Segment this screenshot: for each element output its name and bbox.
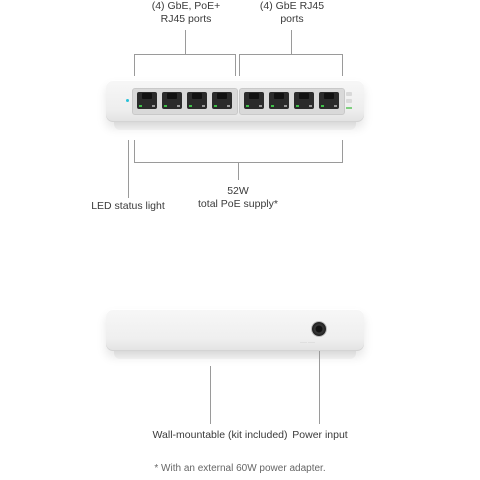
switch-back-base: [114, 351, 356, 359]
port-5: [244, 92, 264, 109]
port-3: [187, 92, 207, 109]
port-4: [212, 92, 232, 109]
poe-supply-label: 52W total PoE supply*: [178, 185, 298, 211]
gbe-ports-label: (4) GbE RJ45 ports: [243, 0, 341, 26]
port-led-icon: [346, 107, 352, 109]
status-led: [126, 99, 129, 102]
switch-back-panel: —— ——: [106, 309, 364, 351]
poe-supply-right-tick: [342, 140, 343, 162]
gbe-ports-label-line2: ports: [280, 13, 304, 25]
poe-supply-label-line2: total PoE supply*: [198, 198, 278, 210]
wall-mount-callout-line: [210, 366, 211, 424]
gbe-port-bank: [239, 88, 345, 115]
poe-supply-label-line1: 52W: [227, 185, 249, 197]
power-rating-marking: —— ——: [300, 340, 315, 344]
power-input-callout-line: [319, 351, 320, 424]
power-jack-icon: [312, 322, 326, 336]
poe-callout-stem: [185, 30, 186, 54]
led-status-label: LED status light: [91, 200, 165, 212]
wall-mount-label: Wall-mountable (kit included): [152, 429, 288, 441]
gbe-callout-left: [239, 54, 240, 76]
gbe-ports-label-line1: (4) GbE RJ45: [259, 0, 325, 12]
poe-ports-label: (4) GbE, PoE+ RJ45 ports: [136, 0, 236, 26]
port-2: [162, 92, 182, 109]
switch-front-panel: [106, 80, 364, 122]
poe-callout-bar: [134, 54, 236, 55]
footnote: * With an external 60W power adapter.: [154, 463, 326, 474]
poe-supply-left-tick: [134, 140, 135, 162]
port-1: [137, 92, 157, 109]
poe-callout-left: [134, 54, 135, 76]
poe-indicator-icon-2: [346, 99, 352, 103]
gbe-callout-bar: [239, 54, 343, 55]
port-7: [294, 92, 314, 109]
led-callout-line: [128, 140, 129, 198]
gbe-callout-right: [342, 54, 343, 76]
switch-front-base: [114, 122, 356, 130]
poe-port-bank: [132, 88, 238, 115]
poe-ports-label-line2: RJ45 ports: [160, 13, 212, 25]
poe-supply-stem: [238, 162, 239, 180]
poe-callout-right: [235, 54, 236, 76]
port-6: [269, 92, 289, 109]
poe-ports-label-line1: (4) GbE, PoE+: [151, 0, 221, 12]
power-input-label: Power input: [292, 429, 348, 441]
gbe-callout-stem: [291, 30, 292, 54]
port-8: [319, 92, 339, 109]
poe-indicator-icon: [346, 92, 352, 96]
